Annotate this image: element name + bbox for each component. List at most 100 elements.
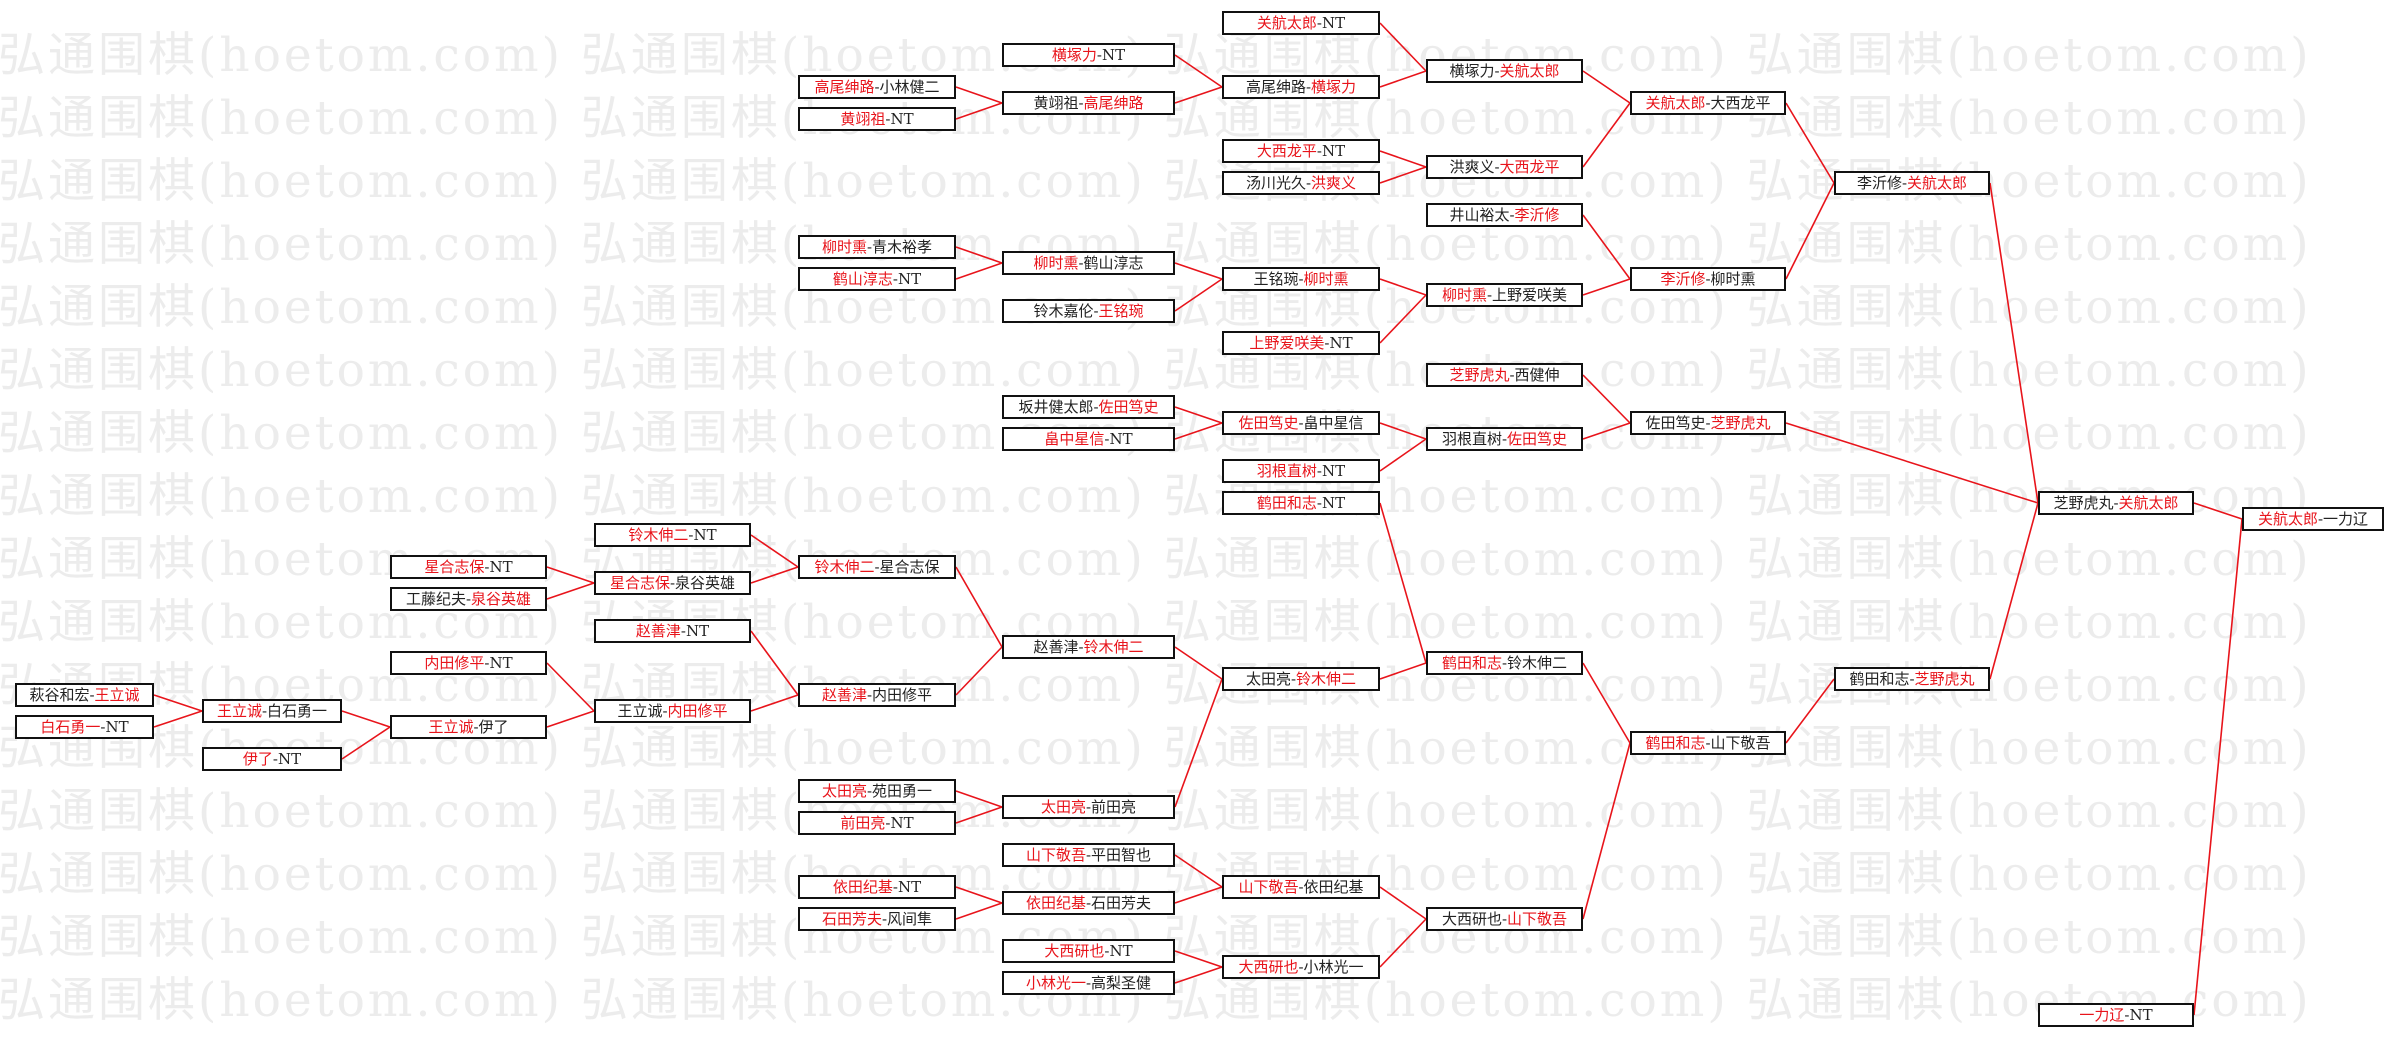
connector-line xyxy=(1174,678,1223,808)
player-b: 西健伸 xyxy=(1514,366,1560,384)
match-box: 关航太郎-大西龙平 xyxy=(1630,91,1786,115)
connector-line xyxy=(750,566,799,584)
connector-line xyxy=(1379,70,1427,88)
match-box: 萩谷和宏-王立诚 xyxy=(15,683,154,707)
player-a: 柳时熏 xyxy=(1033,254,1079,272)
match-box: 山下敬吾-平田智也 xyxy=(1002,843,1175,867)
player-a: 鹤田和志 xyxy=(1645,734,1706,752)
match-box: 黄翊祖-高尾绅路 xyxy=(1002,91,1175,115)
player-a: 小林光一 xyxy=(1025,974,1086,992)
connector-line xyxy=(1785,182,1835,280)
player-b: 风间隼 xyxy=(887,910,933,928)
match-box: 芝野虎丸-关航太郎 xyxy=(2038,491,2194,515)
player-b: 高尾绅路 xyxy=(1083,94,1144,112)
player-b: 铃木伸二 xyxy=(1507,654,1568,672)
connector-line xyxy=(1174,854,1223,888)
player-b: 内田修平 xyxy=(667,702,728,720)
player-b: NT xyxy=(1321,494,1346,512)
player-a: 黄翊祖 xyxy=(1033,94,1079,112)
player-a: 关航太郎 xyxy=(2257,510,2318,528)
player-a: 王立诚 xyxy=(428,718,474,736)
match-box: 羽根直树-佐田笃史 xyxy=(1426,427,1583,451)
player-a: 依田纪基 xyxy=(1025,894,1086,912)
player-b: 关航太郎 xyxy=(1907,174,1968,192)
player-b: NT xyxy=(693,526,717,544)
match-box: 高尾绅路-横塚力 xyxy=(1222,75,1380,99)
match-box: 佐田笃史-芝野虎丸 xyxy=(1630,411,1786,435)
match-box: 鹤田和志-山下敬吾 xyxy=(1630,731,1786,755)
player-b: 关航太郎 xyxy=(1499,62,1560,80)
player-b: 小林健二 xyxy=(879,78,940,96)
connector-line xyxy=(1582,214,1631,280)
connector-line xyxy=(955,902,1003,920)
player-b: 大西龙平 xyxy=(1499,158,1560,176)
player-a: 王立诚 xyxy=(617,702,663,720)
connector-line xyxy=(1582,102,1631,168)
match-box: 白石勇一-NT xyxy=(15,715,154,739)
player-b: 星合志保 xyxy=(879,558,940,576)
player-a: 关航太郎 xyxy=(1645,94,1706,112)
connector-line xyxy=(1582,422,1631,440)
player-a: 依田纪基 xyxy=(832,878,893,896)
player-b: 山下敬吾 xyxy=(1507,910,1568,928)
player-b: 柳时熏 xyxy=(1303,270,1349,288)
player-a: 大西研也 xyxy=(1044,942,1105,960)
connector-line xyxy=(1174,950,1223,968)
match-box: 伊了-NT xyxy=(202,747,342,771)
player-b: 横塚力 xyxy=(1311,78,1357,96)
connector-line xyxy=(1379,502,1427,664)
player-b: 石田芳夫 xyxy=(1091,894,1152,912)
player-a: 铃木伸二 xyxy=(814,558,875,576)
connector-line xyxy=(1379,22,1427,72)
connector-line xyxy=(1785,102,1835,184)
connector-line xyxy=(1989,182,2039,504)
connector-line xyxy=(341,710,391,728)
match-box: 王立诚-伊了 xyxy=(390,715,547,739)
player-b: 关航太郎 xyxy=(2118,494,2179,512)
match-box: 黄翊祖-NT xyxy=(798,107,956,131)
player-a: 山下敬吾 xyxy=(1025,846,1086,864)
connector-line xyxy=(546,566,595,584)
player-a: 王立诚 xyxy=(216,702,262,720)
player-a: 坂井健太郎 xyxy=(1018,398,1094,416)
player-a: 赵善津 xyxy=(821,686,867,704)
connector-line xyxy=(955,262,1003,280)
player-a: 横塚力 xyxy=(1449,62,1495,80)
player-b: 洪爽义 xyxy=(1311,174,1357,192)
connector-line xyxy=(1582,742,1631,920)
connector-line xyxy=(1582,662,1631,744)
player-b: NT xyxy=(1109,942,1133,960)
player-a: 工藤纪夫 xyxy=(405,590,466,608)
match-box: 坂井健太郎-佐田笃史 xyxy=(1002,395,1175,419)
player-a: 柳时熏 xyxy=(821,238,867,256)
connector-line xyxy=(955,806,1003,824)
match-box: 赵善津-NT xyxy=(594,619,751,643)
match-box: 前田亮-NT xyxy=(798,811,956,835)
player-b: 平田智也 xyxy=(1091,846,1152,864)
connector-line xyxy=(1379,438,1427,472)
match-box: 星合志保-NT xyxy=(390,555,547,579)
connector-line xyxy=(1379,886,1427,920)
player-b: 芝野虎丸 xyxy=(1914,670,1975,688)
connector-line xyxy=(546,710,595,728)
match-box: 大西龙平-NT xyxy=(1222,139,1380,163)
player-a: 山下敬吾 xyxy=(1238,878,1299,896)
match-box: 佐田笃史-畠中星信 xyxy=(1222,411,1380,435)
connector-line xyxy=(153,710,203,728)
match-box: 铃木伸二-星合志保 xyxy=(798,555,956,579)
match-box: 内田修平-NT xyxy=(390,651,547,675)
player-a: 大西研也 xyxy=(1238,958,1299,976)
connector-line xyxy=(1379,422,1427,440)
player-a: 赵善津 xyxy=(635,622,681,640)
match-box: 洪爽义-大西龙平 xyxy=(1426,155,1583,179)
player-a: 鹤山淳志 xyxy=(832,270,893,288)
player-b: NT xyxy=(1321,462,1346,480)
player-a: 太田亮 xyxy=(1245,670,1291,688)
connector-line xyxy=(750,630,799,696)
player-a: 太田亮 xyxy=(821,782,867,800)
match-box: 太田亮-前田亮 xyxy=(1002,795,1175,819)
match-box: 星合志保-泉谷英雄 xyxy=(594,571,751,595)
player-a: 羽根直树 xyxy=(1441,430,1502,448)
player-a: 萩谷和宏 xyxy=(29,686,90,704)
match-box: 王立诚-白石勇一 xyxy=(202,699,342,723)
